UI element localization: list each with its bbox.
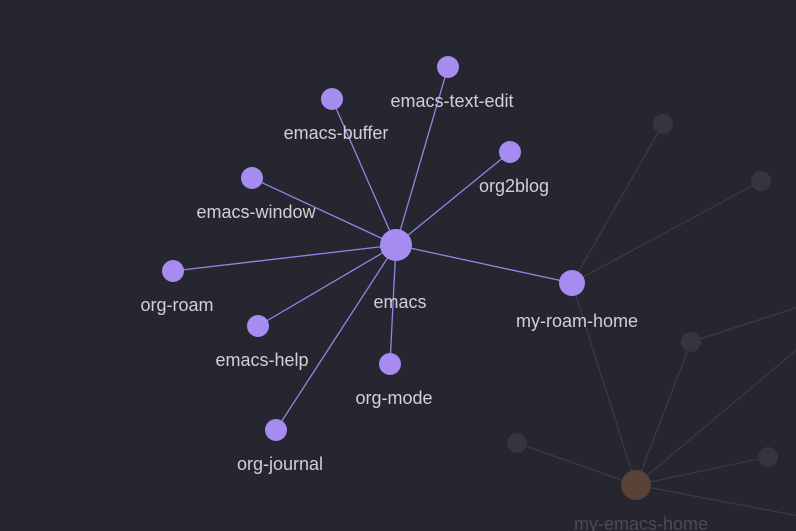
graph-node-emacs-buffer[interactable] xyxy=(321,88,343,110)
node-label-org-mode: org-mode xyxy=(355,388,432,408)
edge-my-emacs-home-to-dim-3 xyxy=(635,341,692,486)
edge-emacs-to-org-roam xyxy=(172,244,397,272)
graph-node-my-emacs-home[interactable] xyxy=(621,470,651,500)
graph-node-emacs-text-edit[interactable] xyxy=(437,56,459,78)
node-label-org2blog: org2blog xyxy=(479,176,549,196)
graph-node-emacs[interactable] xyxy=(380,229,412,261)
edge-my-emacs-home-to-dim-5 xyxy=(635,456,769,486)
edge-emacs-to-emacs-window xyxy=(251,177,397,246)
node-label-org-journal: org-journal xyxy=(237,454,323,474)
edge-emacs-to-org-mode xyxy=(389,244,397,365)
edge-my-emacs-home-to-offscreen-2 xyxy=(635,349,796,486)
graph-node-org-mode[interactable] xyxy=(379,353,401,375)
graph-node-dim-3[interactable] xyxy=(681,332,701,352)
edge-emacs-to-emacs-buffer xyxy=(331,98,397,246)
graph-node-org-roam[interactable] xyxy=(162,260,184,282)
graph-node-emacs-window[interactable] xyxy=(241,167,263,189)
node-label-my-roam-home: my-roam-home xyxy=(516,311,638,331)
edge-emacs-to-org-journal xyxy=(275,244,397,431)
node-label-emacs: emacs xyxy=(373,292,426,312)
node-label-emacs-help: emacs-help xyxy=(215,350,308,370)
edge-emacs-to-emacs-help xyxy=(257,244,397,327)
graph-node-emacs-help[interactable] xyxy=(247,315,269,337)
graph-node-org2blog[interactable] xyxy=(499,141,521,163)
edge-emacs-to-emacs-text-edit xyxy=(395,66,449,246)
edge-my-emacs-home-to-offscreen-1 xyxy=(635,484,796,517)
edge-my-roam-home-to-my-emacs-home xyxy=(571,282,637,486)
node-label-emacs-buffer: emacs-buffer xyxy=(284,123,389,143)
node-label-org-roam: org-roam xyxy=(140,295,213,315)
edge-my-roam-home-to-dim-1 xyxy=(571,123,664,284)
edge-dim-3-to-offscreen-3 xyxy=(690,307,796,343)
graph-node-dim-2[interactable] xyxy=(751,171,771,191)
edge-emacs-to-my-roam-home xyxy=(395,244,573,284)
graph-node-dim-5[interactable] xyxy=(758,447,778,467)
edge-my-emacs-home-to-dim-4 xyxy=(516,442,637,486)
edges-layer xyxy=(172,66,796,517)
graph-node-dim-4[interactable] xyxy=(507,433,527,453)
nodes-layer xyxy=(162,56,778,500)
edge-emacs-to-org2blog xyxy=(395,151,511,246)
graph-node-my-roam-home[interactable] xyxy=(559,270,585,296)
node-label-emacs-text-edit: emacs-text-edit xyxy=(390,91,513,111)
graph-node-org-journal[interactable] xyxy=(265,419,287,441)
edge-my-roam-home-to-dim-2 xyxy=(571,180,762,284)
node-label-emacs-window: emacs-window xyxy=(196,202,316,222)
graph-node-dim-1[interactable] xyxy=(653,114,673,134)
node-label-my-emacs-home: my-emacs-home xyxy=(574,514,708,531)
